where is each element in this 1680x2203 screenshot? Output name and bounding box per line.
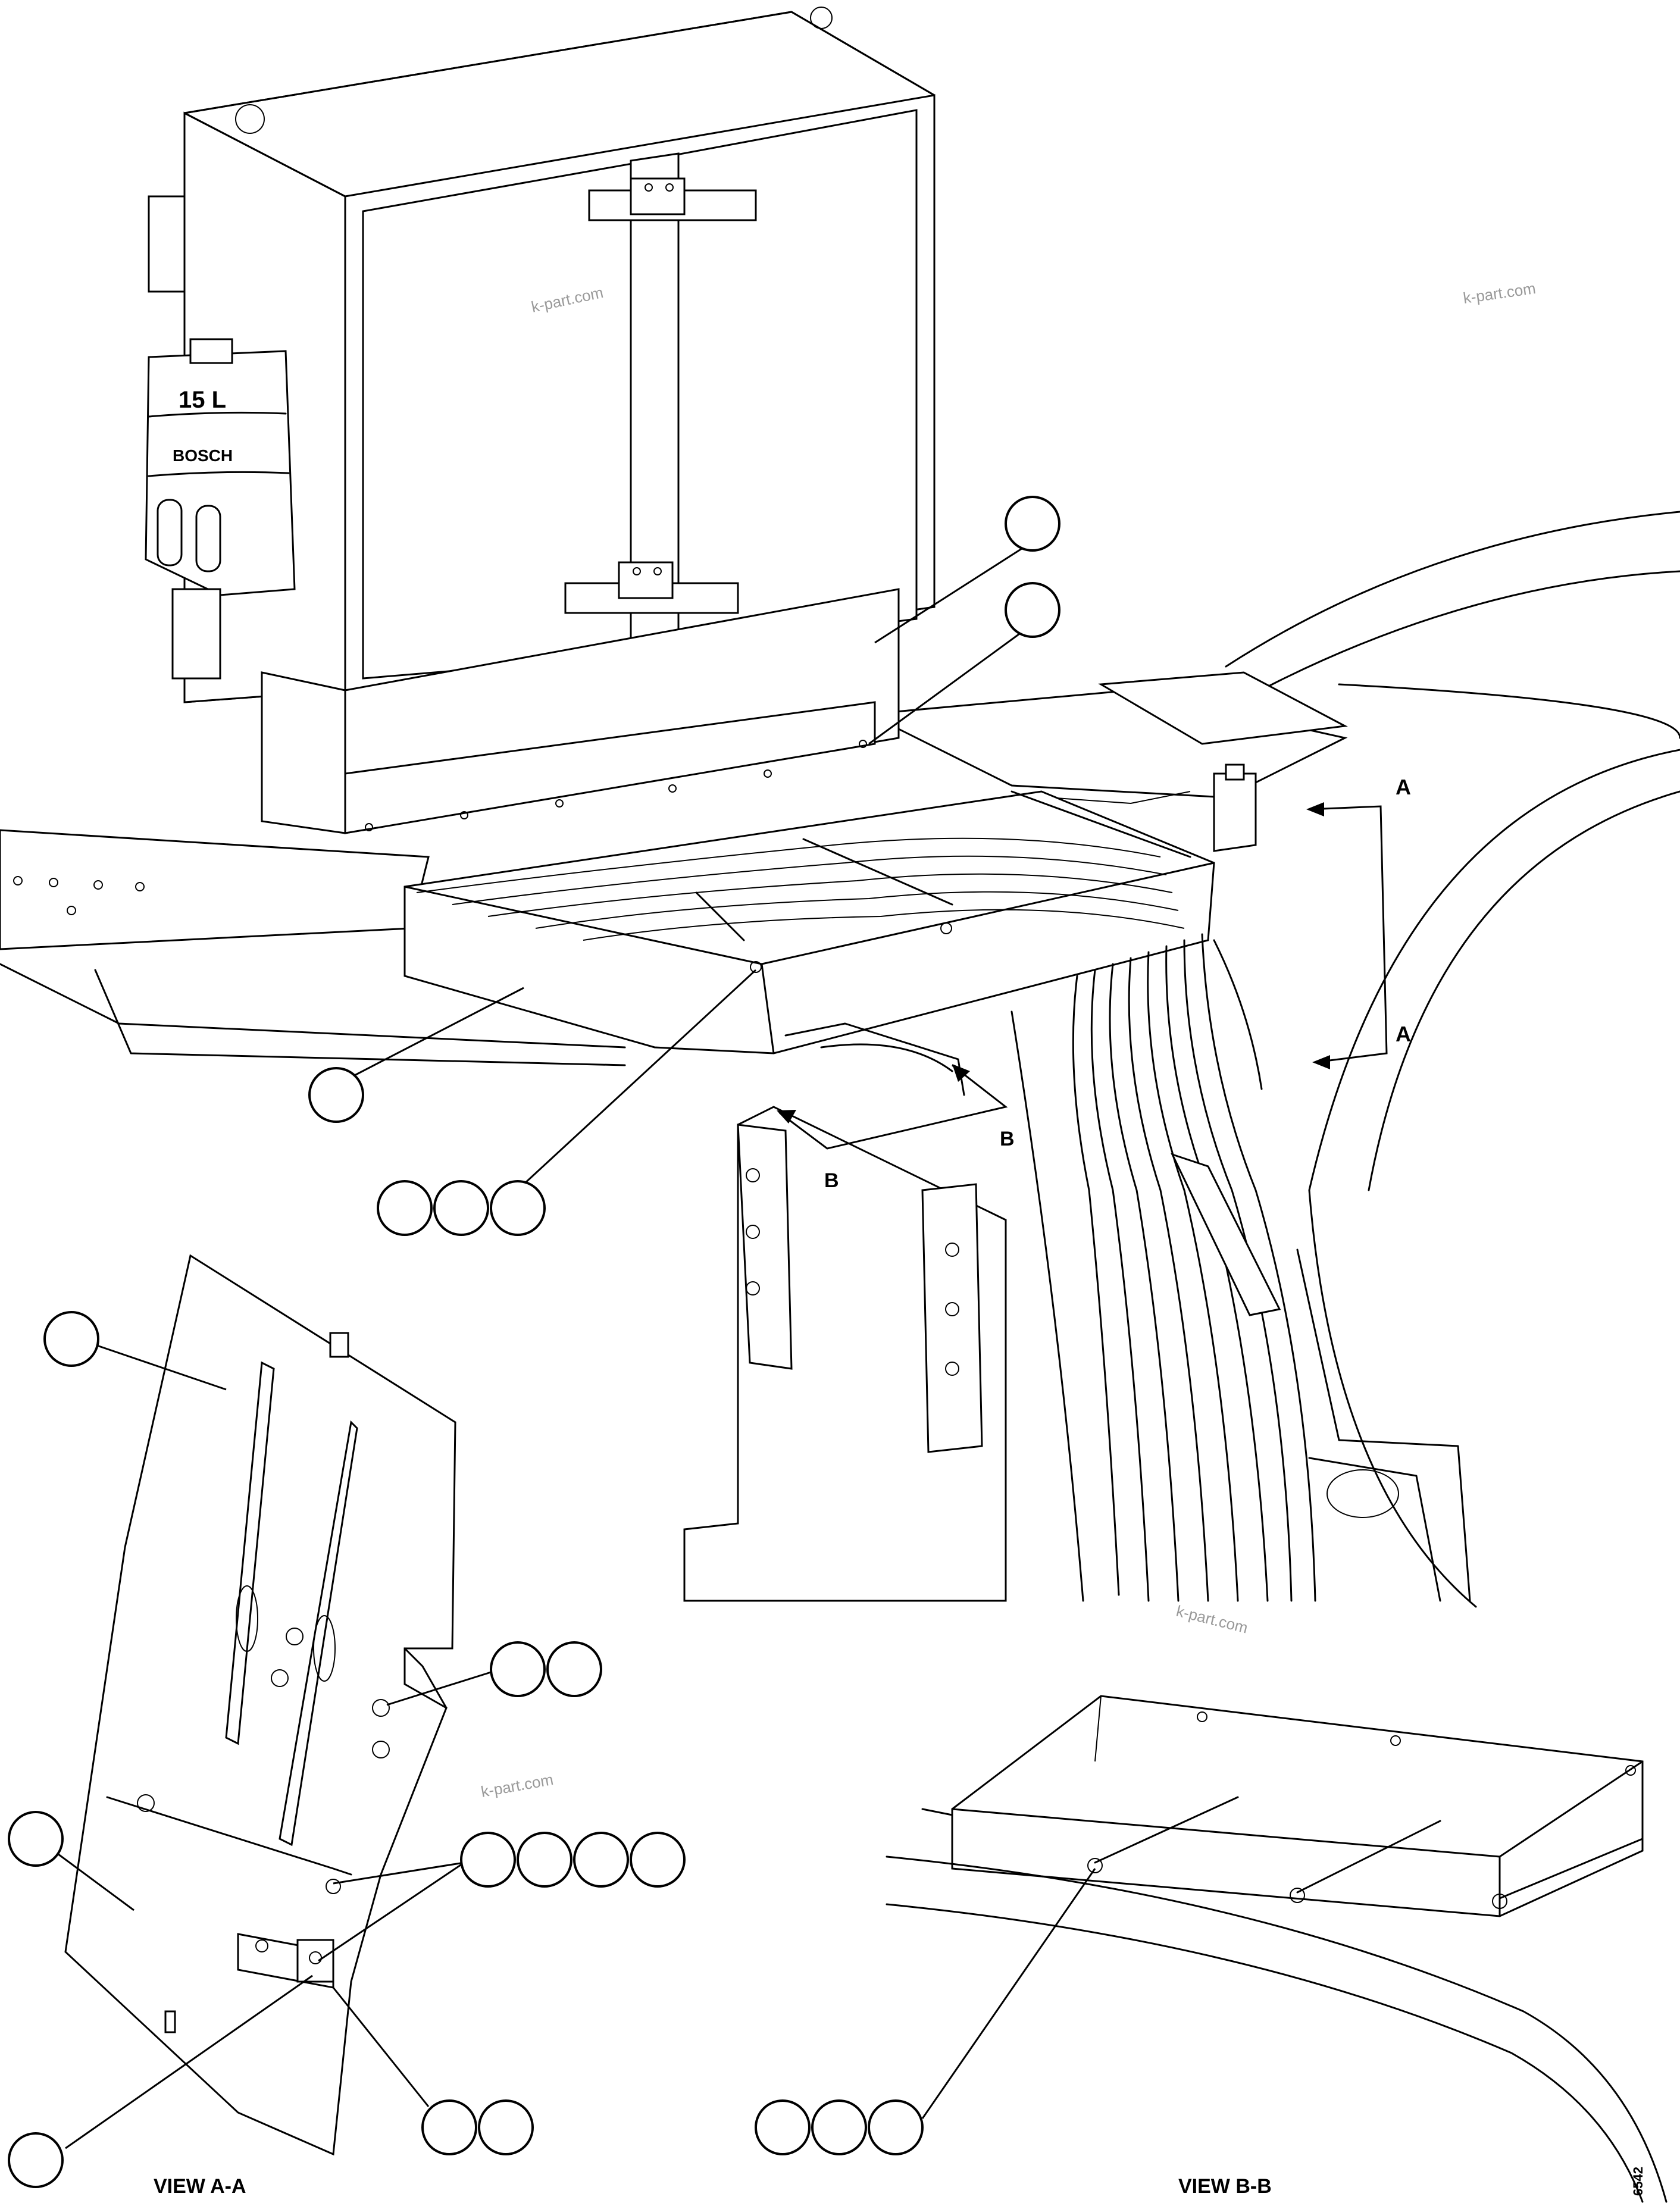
door-latch-bottom — [564, 561, 739, 614]
callout-balloon — [490, 1641, 546, 1697]
view-b-b: VIEW B-B 6542 — [755, 1695, 1668, 2203]
door-latch-top — [588, 177, 757, 221]
callout-balloon — [421, 2099, 477, 2155]
callout-balloon — [1005, 582, 1060, 638]
callout-balloon — [43, 1311, 99, 1367]
callout-balloon — [517, 1832, 572, 1888]
view-a-a: k-part.com VIEW A-A — [8, 1254, 686, 2198]
callout-balloon — [478, 2099, 534, 2155]
callout-balloon — [573, 1832, 629, 1888]
callout-balloon — [546, 1641, 602, 1697]
watermark: k-part.com — [480, 1770, 555, 1801]
callout-balloon — [377, 1180, 433, 1236]
callout-balloon — [433, 1180, 489, 1236]
section-marker-b: B B — [777, 1064, 1015, 1192]
callouts-view-a — [8, 1311, 686, 2188]
watermark: k-part.com — [1462, 279, 1537, 307]
callout-balloon — [755, 2099, 811, 2155]
callouts-view-b — [755, 1868, 1096, 2155]
cable-tray — [403, 790, 1215, 1054]
callout-balloon — [490, 1180, 546, 1236]
callouts-main — [308, 496, 1060, 1236]
section-marker-a: A A — [1306, 775, 1411, 1069]
hose-bundle — [1010, 763, 1316, 1602]
callout-balloon — [630, 1832, 686, 1888]
tank-volume-label: 15 L — [179, 387, 226, 413]
fluid-tank: 15 L BOSCH — [145, 338, 296, 680]
section-label-b-left: B — [824, 1169, 839, 1192]
callout-balloon — [460, 1832, 516, 1888]
callout-balloon — [1005, 496, 1060, 552]
callout-balloon — [868, 2099, 924, 2155]
callout-balloon — [8, 2132, 64, 2188]
electrical-cabinet — [148, 7, 936, 834]
main-assembly-view: 15 L BOSCH A A B B — [0, 7, 1680, 1637]
wheel-arch-fender — [1225, 511, 1680, 1608]
callout-balloon — [811, 2099, 867, 2155]
view-b-caption: VIEW B-B — [1178, 2175, 1272, 2198]
section-label-b-right: B — [1000, 1128, 1015, 1150]
section-label-a-lower: A — [1396, 1022, 1411, 1046]
drawing-number: 6542 — [1631, 2167, 1645, 2196]
callout-balloon — [308, 1067, 364, 1123]
tank-brand-logo: BOSCH — [173, 446, 233, 465]
section-label-a-upper: A — [1396, 775, 1411, 799]
callout-balloon — [8, 1811, 64, 1867]
lower-frame-structure — [683, 1022, 1471, 1602]
view-a-caption: VIEW A-A — [154, 2175, 246, 2198]
watermark: k-part.com — [1175, 1602, 1250, 1637]
